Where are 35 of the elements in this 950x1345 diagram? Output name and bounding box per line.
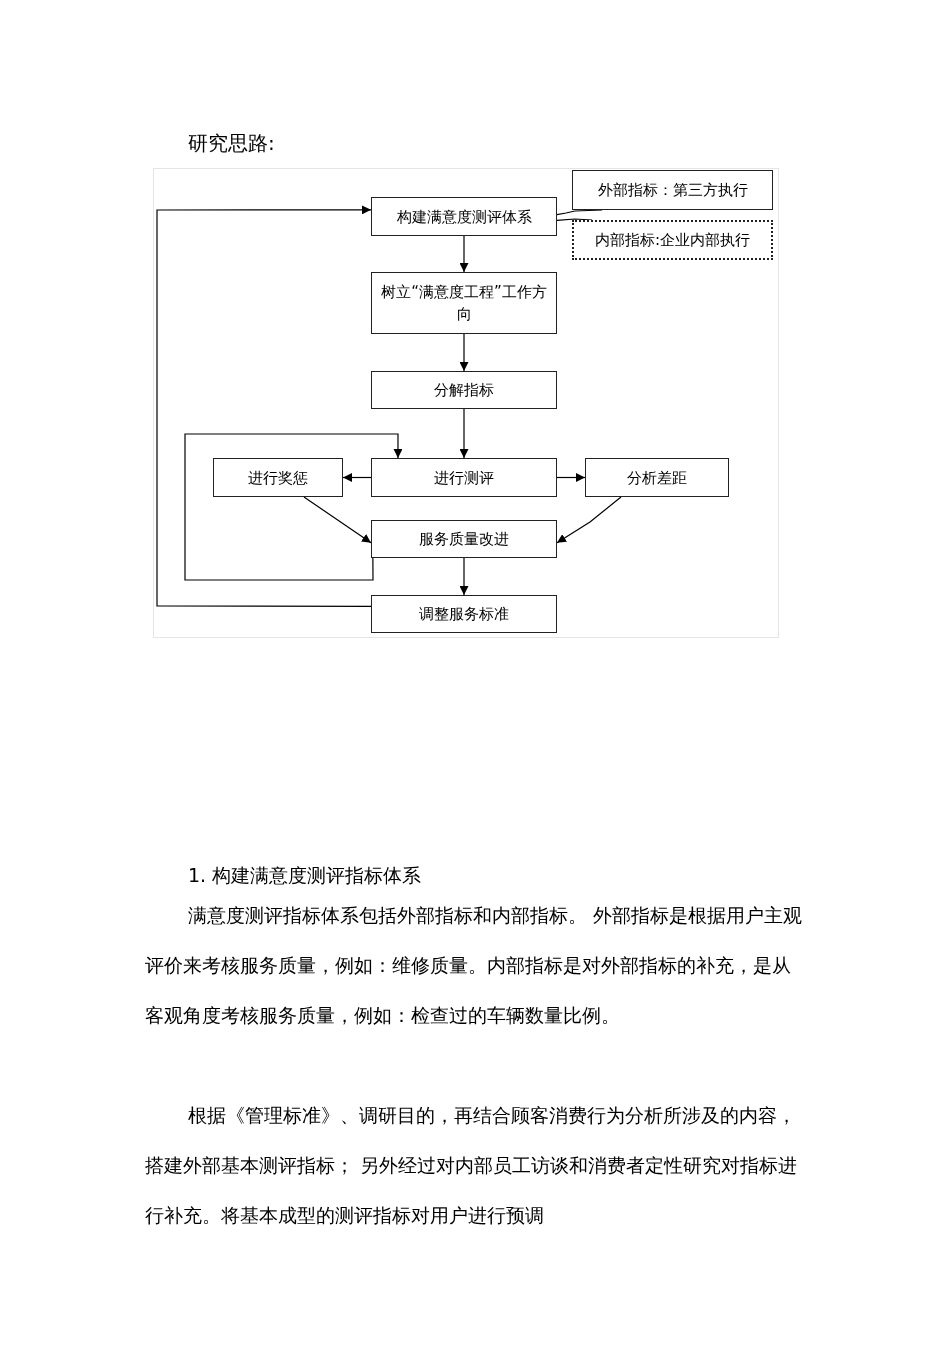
box-text: 服务质量改进 xyxy=(419,529,509,550)
box-text: 进行测评 xyxy=(434,467,494,489)
heading: 研究思路: xyxy=(188,130,275,157)
section-heading: 1. 构建满意度测评指标体系 xyxy=(188,863,423,888)
process-box xyxy=(371,371,557,409)
connector-line xyxy=(556,218,593,221)
process-box xyxy=(371,520,557,558)
box-text: 构建满意度测评体系 xyxy=(396,206,532,228)
box-text: 分解指标 xyxy=(434,380,494,401)
box-text: 树立“满意度工程”工作方向 xyxy=(380,282,548,325)
arrow xyxy=(556,496,622,544)
arrow xyxy=(459,557,469,596)
process-box xyxy=(371,595,557,633)
arrow xyxy=(556,473,586,482)
process-box xyxy=(213,458,343,497)
arrow xyxy=(184,433,403,581)
box-text: 调整服务标准 xyxy=(419,604,509,625)
process-box xyxy=(572,170,773,210)
process-box xyxy=(371,272,557,334)
dotted-note-box xyxy=(572,220,773,260)
paragraph: 满意度测评指标体系包括外部指标和内部指标。 外部指标是根据用户主观评价来考核服务质量，例如：维修质量。内部指标是对外部指标的补充，是从客观角度考核服务质量，例如：检查过的车辆数量比例。 xyxy=(145,903,804,1028)
box-text: 进行奖惩 xyxy=(248,467,308,489)
process-box xyxy=(585,458,729,497)
paragraph: 根据《管理标准》、调研目的，再结合顾客消费行为分析所涉及的内容，搭建外部基本测评指标； 另外经过对内部员工访谈和消费者定性研究对指标进行补充。将基本成型的测评指标对用户进行预调 xyxy=(145,1103,799,1228)
box-text: 外部指标：第三方执行 xyxy=(597,180,748,201)
arrow xyxy=(459,333,469,372)
arrow xyxy=(342,473,372,482)
arrow xyxy=(459,408,469,459)
arrow xyxy=(156,205,372,607)
box-text: 内部指标:企业内部执行 xyxy=(594,230,751,251)
process-box xyxy=(371,458,557,497)
process-box xyxy=(371,197,557,236)
box-text: 分析差距 xyxy=(627,467,687,489)
arrow xyxy=(303,496,372,544)
arrow xyxy=(459,235,469,273)
